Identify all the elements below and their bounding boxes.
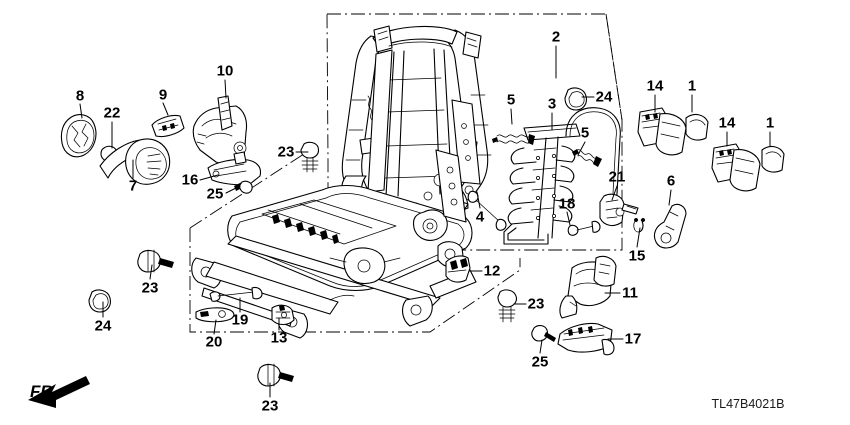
callout-number-14: 14 xyxy=(646,77,664,95)
callout-number-24: 24 xyxy=(94,317,112,335)
part-23-bolt-upper xyxy=(300,141,320,173)
part-10-side-trim-panel xyxy=(192,95,248,165)
leader-lines xyxy=(79,45,771,398)
leader-line xyxy=(79,103,83,119)
callout-number-13: 13 xyxy=(270,329,288,347)
callout-number-12: 12 xyxy=(483,262,501,280)
callout-number-25: 25 xyxy=(531,353,549,371)
callout-number-25: 25 xyxy=(206,185,224,203)
part-3-spring-mat xyxy=(503,123,581,245)
callout-number-22: 22 xyxy=(103,104,121,122)
part-21-latch-mechanism xyxy=(599,193,639,227)
part-1-cap-upper xyxy=(685,113,709,141)
part-23-bolt-bottom xyxy=(257,363,294,387)
leader-line xyxy=(577,141,586,156)
callout-number-14: 14 xyxy=(718,114,736,132)
seat-cushion-frame xyxy=(191,149,477,339)
part-24-bushing-lower xyxy=(88,289,111,313)
callout-number-20: 20 xyxy=(205,333,223,351)
leader-line xyxy=(149,264,153,280)
part-20-washer-plate xyxy=(195,307,235,323)
callout-number-11: 11 xyxy=(622,284,638,302)
callout-number-19: 19 xyxy=(231,311,249,329)
callout-number-6: 6 xyxy=(666,172,676,190)
part-25-screw-lower xyxy=(531,325,556,342)
callout-number-7: 7 xyxy=(128,177,138,195)
callout-number-1: 1 xyxy=(687,77,697,95)
leader-line xyxy=(510,108,513,125)
leader-line xyxy=(566,211,571,226)
group-boundary-seat-cushion xyxy=(189,149,521,333)
part-12-small-bracket xyxy=(445,255,471,283)
callout-number-1: 1 xyxy=(765,114,775,132)
part-6-lever-arm xyxy=(653,203,687,249)
diagram-id-label: TL47B4021B xyxy=(711,397,785,411)
leader-line xyxy=(611,185,618,201)
callout-number-16: 16 xyxy=(181,171,199,189)
part-13-clip-bracket xyxy=(271,304,295,326)
callout-number-23: 23 xyxy=(527,295,545,313)
callout-number-18: 18 xyxy=(558,195,576,213)
leader-line xyxy=(199,174,219,181)
callout-number-23: 23 xyxy=(141,279,159,297)
part-2-release-cable xyxy=(565,107,621,213)
leader-line xyxy=(668,189,672,206)
callout-number-2: 2 xyxy=(551,28,561,46)
part-7-recline-handle xyxy=(99,138,171,185)
leader-line xyxy=(225,185,241,194)
callout-number-5: 5 xyxy=(506,91,516,109)
part-19-rod xyxy=(209,286,263,302)
callout-number-15: 15 xyxy=(628,247,646,265)
leader-line xyxy=(162,102,169,116)
leader-line xyxy=(539,339,543,354)
part-24-bushing-upper xyxy=(564,87,587,111)
part-14-bracket-lower xyxy=(711,143,761,192)
callout-number-23: 23 xyxy=(261,397,279,415)
part-25-screw-upper xyxy=(234,180,253,194)
callout-number-3: 3 xyxy=(547,95,557,113)
part-1-cap-lower xyxy=(761,145,785,173)
part-18-small-rod xyxy=(567,220,601,236)
part-17-track-cover-lower xyxy=(557,322,615,356)
callout-number-23: 23 xyxy=(277,143,295,161)
part-16-inner-cover xyxy=(207,151,262,186)
callout-number-24: 24 xyxy=(595,88,613,106)
leader-line xyxy=(213,319,217,335)
leader-line xyxy=(224,79,227,99)
part-23-bolt-left xyxy=(137,249,174,273)
part-23-bolt-center xyxy=(497,289,517,323)
part-5-tension-spring-right xyxy=(572,149,602,167)
callout-number-17: 17 xyxy=(624,330,642,348)
part-4-connecting-rod xyxy=(467,190,507,231)
callout-number-10: 10 xyxy=(216,62,234,80)
part-9-cover-cap xyxy=(151,114,185,138)
callout-number-5: 5 xyxy=(580,124,590,142)
callout-number-21: 21 xyxy=(608,168,626,186)
part-11-track-cover xyxy=(559,255,617,319)
part-5-tension-spring-left xyxy=(492,134,535,145)
leader-line xyxy=(476,191,481,209)
group-boundary-seat-back xyxy=(326,13,623,251)
leader-line xyxy=(636,227,641,248)
part-8-cover-ring xyxy=(60,114,97,158)
fr-orientation-label: FR. xyxy=(30,382,58,401)
callout-number-4: 4 xyxy=(475,208,485,226)
callout-number-9: 9 xyxy=(158,86,168,104)
part-15-clip xyxy=(633,218,646,233)
fr-direction-arrow xyxy=(28,376,90,408)
callout-number-8: 8 xyxy=(75,87,85,105)
part-14-bracket-upper xyxy=(637,107,687,156)
